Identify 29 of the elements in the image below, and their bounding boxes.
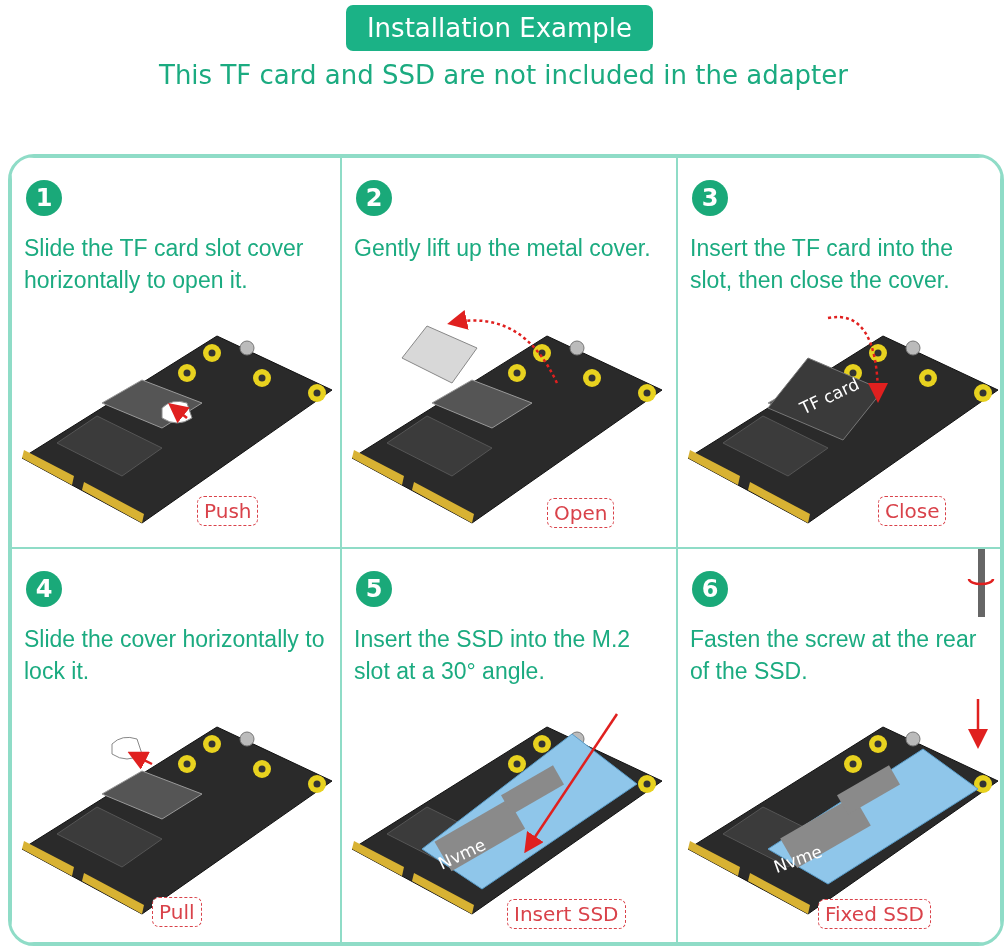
printed-label: Nvme xyxy=(771,841,825,877)
instruction-text: Slide the cover horizontally to lock it. xyxy=(24,625,326,686)
step-panel xyxy=(677,548,1001,943)
step-number: 3 xyxy=(692,180,728,216)
action-tag: Close xyxy=(878,496,947,526)
step-panel xyxy=(341,548,677,943)
step-number: 6 xyxy=(692,571,728,607)
step-panel xyxy=(11,548,341,943)
step-number: 5 xyxy=(356,571,392,607)
instruction-text: Insert the SSD into the M.2 slot at a 30° angle. xyxy=(354,625,632,686)
action-tag: Insert SSD xyxy=(507,899,626,929)
step-panel xyxy=(11,157,341,548)
action-tag: Open xyxy=(547,498,615,528)
step-panel xyxy=(341,157,677,548)
instruction-text: Slide the TF card slot cover horizontally to open it. xyxy=(24,234,305,295)
action-tag: Pull xyxy=(152,897,202,927)
subtitle: This TF card and SSD are not included in the adapter xyxy=(158,60,849,90)
step-number: 1 xyxy=(26,180,62,216)
instruction-text: Fasten the screw at the rear of the SSD. xyxy=(690,625,978,686)
instruction-text: Gently lift up the metal cover. xyxy=(354,234,652,263)
printed-label: TF card xyxy=(796,373,863,419)
instruction-text: Insert the TF card into the slot, then close the cover. xyxy=(690,234,954,295)
action-tag: Push xyxy=(197,496,259,526)
action-tag: Fixed SSD xyxy=(818,899,931,929)
step-panel xyxy=(677,157,1001,548)
printed-label: Nvme xyxy=(435,834,489,874)
title-banner: Installation Example xyxy=(346,5,653,51)
step-number: 2 xyxy=(356,180,392,216)
step-number: 4 xyxy=(26,571,62,607)
